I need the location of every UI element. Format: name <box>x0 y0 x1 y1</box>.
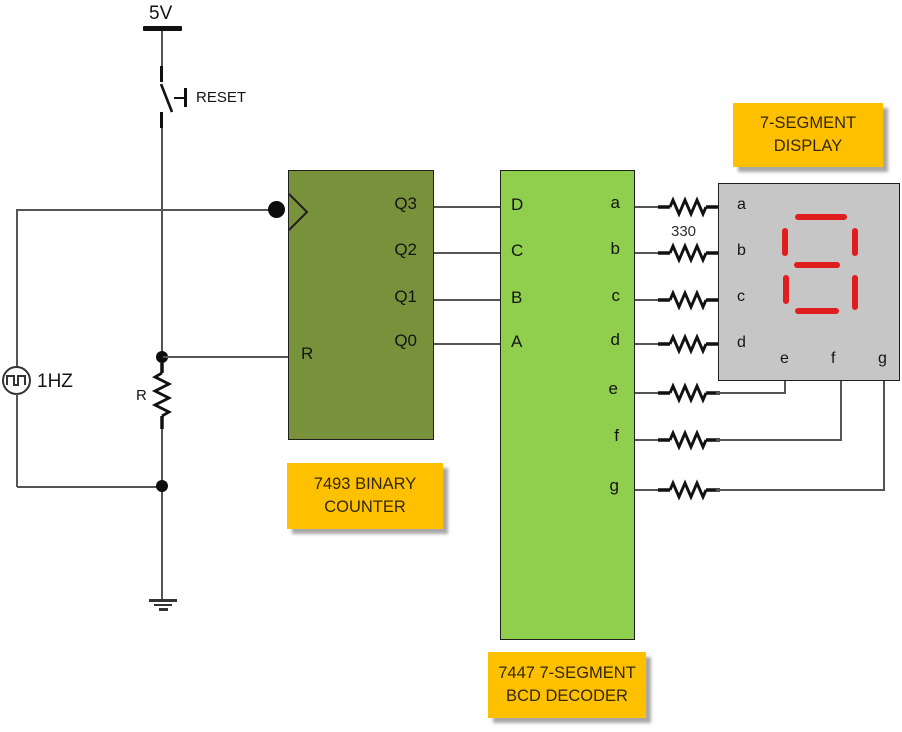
decoder-caption: 7447 7-SEGMENT BCD DECODER <box>488 652 646 718</box>
decoder-pin-b: B <box>511 288 523 307</box>
display-pin-c: c <box>737 288 745 305</box>
reset-switch-actuator-stem <box>174 97 184 100</box>
wire-bottom-return <box>17 486 164 488</box>
reset-switch-blade <box>159 83 174 113</box>
display-pin-d: d <box>737 334 746 351</box>
display-segment-f <box>782 228 788 256</box>
decoder-pin-d: D <box>511 195 524 214</box>
power-5v-label: 5V <box>149 3 173 24</box>
display-pin-e: e <box>780 350 789 367</box>
wire-f-rise <box>840 381 842 441</box>
junction-dot-reset-node <box>156 351 168 363</box>
wire-g-rise <box>883 381 885 491</box>
display-caption: 7-SEGMENT DISPLAY <box>733 103 883 167</box>
reset-switch-top-contact <box>160 66 163 82</box>
resistor-330-a-icon <box>658 196 720 218</box>
decoder-pin-out-b: b <box>610 239 620 258</box>
resistor-330-d-icon <box>658 333 720 355</box>
counter-block: Q3 Q2 Q1 Q0 R <box>288 170 434 440</box>
decoder-caption-line1: 7447 7-SEGMENT <box>498 663 636 682</box>
wire-out-g <box>635 489 662 491</box>
wire-f-run <box>716 439 842 441</box>
display-segment-e <box>783 275 789 304</box>
wire-q1-b <box>434 299 500 301</box>
ground-icon <box>149 599 177 602</box>
ground-icon-bottom <box>158 608 168 611</box>
display-pin-a: a <box>737 196 746 213</box>
decoder-pin-out-d: d <box>610 330 620 349</box>
clock-source-icon <box>2 366 31 395</box>
wire-out-f <box>635 439 662 441</box>
counter-pin-q2: Q2 <box>394 240 417 259</box>
wire-q2-c <box>434 252 500 254</box>
display-caption-line1: 7-SEGMENT <box>759 113 857 132</box>
display-pin-f: f <box>831 350 836 367</box>
wire-resistor-to-ground <box>161 428 163 600</box>
clock-frequency-label: 1HZ <box>37 371 73 392</box>
reset-label: RESET <box>196 89 247 106</box>
resistor-330-c-icon <box>658 289 720 311</box>
counter-pin-q1: Q1 <box>394 287 417 306</box>
resistor-value-label: 330 <box>671 223 697 240</box>
counter-clock-chevron-icon <box>288 193 309 231</box>
display-pin-b: b <box>737 242 746 259</box>
resistor-330-b-icon <box>658 242 720 264</box>
display-segment-b <box>852 228 858 256</box>
wire-g-run <box>716 489 885 491</box>
wire-clock-left-lower <box>16 394 18 487</box>
junction-dot-ground-node <box>156 480 168 492</box>
resistor-r-icon <box>151 363 173 429</box>
wire-out-e <box>635 392 662 394</box>
wire-reset-to-counter <box>163 356 288 358</box>
wire-clock-to-counter <box>17 209 269 211</box>
decoder-pin-out-g: g <box>609 476 619 495</box>
decoder-pin-out-e: e <box>608 379 618 398</box>
display-caption-line2: DISPLAY <box>773 137 843 155</box>
display-segment-g <box>794 262 840 268</box>
counter-pin-q0: Q0 <box>394 331 417 350</box>
wire-power-to-switch <box>161 31 163 67</box>
power-rail-bar <box>143 26 182 31</box>
wire-q3-d <box>434 206 500 208</box>
display-segment-a <box>795 214 847 220</box>
counter-pin-q3: Q3 <box>394 194 417 213</box>
counter-pin-reset: R <box>301 344 314 363</box>
decoder-pin-out-c: c <box>611 286 621 305</box>
counter-caption: 7493 BINARY COUNTER <box>287 463 443 529</box>
decoder-block: D C B A a b c d e f g <box>500 170 635 640</box>
decoder-pin-out-a: a <box>610 193 620 212</box>
display-segment-c <box>852 275 858 310</box>
ground-icon-mid <box>154 603 172 606</box>
wire-out-c <box>635 299 662 301</box>
junction-dot-clock-input <box>268 201 285 218</box>
counter-caption-line1: 7493 BINARY <box>313 474 417 493</box>
resistor-r-label: R <box>136 387 147 404</box>
reset-switch-bottom-contact <box>160 112 163 128</box>
wire-q0-a <box>434 343 500 345</box>
display-block: a b c d e f g <box>718 183 900 381</box>
wire-clock-left-upper <box>16 209 18 368</box>
wire-out-a <box>635 206 662 208</box>
decoder-pin-a: A <box>511 332 523 351</box>
wire-out-d <box>635 343 662 345</box>
resistor-330-e-icon <box>658 382 720 404</box>
wire-e-run <box>716 392 786 394</box>
counter-caption-line2: COUNTER <box>324 498 406 516</box>
wire-e-rise <box>784 381 786 394</box>
square-wave-icon <box>6 375 26 386</box>
decoder-pin-c: C <box>511 241 524 260</box>
reset-switch-actuator-bar <box>184 88 187 107</box>
display-pin-g: g <box>878 350 887 367</box>
decoder-pin-out-f: f <box>614 426 619 445</box>
wire-switch-to-resistor <box>161 128 163 366</box>
display-segment-d <box>795 308 839 314</box>
wire-out-b <box>635 252 662 254</box>
decoder-caption-line2: BCD DECODER <box>506 687 628 705</box>
resistor-330-g-icon <box>658 479 720 501</box>
resistor-330-f-icon <box>658 429 720 451</box>
